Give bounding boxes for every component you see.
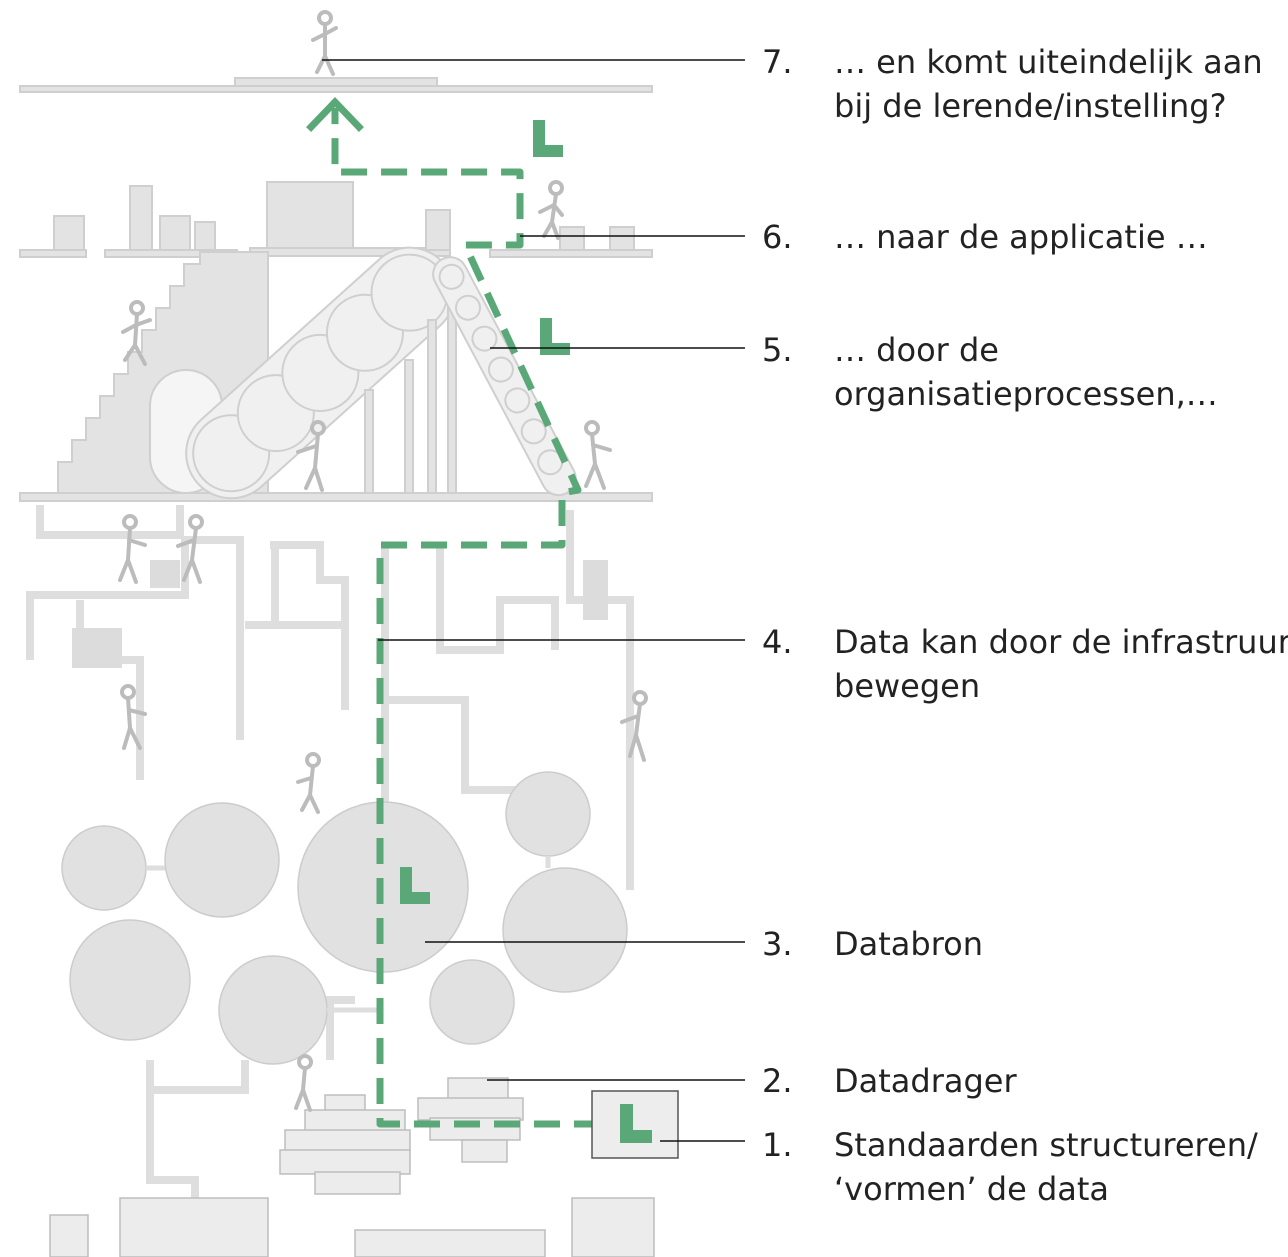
- step-number: 1.: [762, 1126, 793, 1164]
- person-icon: [176, 514, 204, 584]
- step-text-line: organisatieprocessen,…: [834, 375, 1218, 413]
- person-icon: [118, 514, 147, 584]
- standard-box: [591, 1090, 679, 1159]
- step-text-line: … naar de applicatie …: [834, 218, 1208, 256]
- step-text-line: bewegen: [834, 667, 981, 705]
- data-path: [331, 108, 600, 1128]
- step-text-line: bij de lerende/instelling?: [834, 87, 1227, 125]
- step-number: 4.: [762, 623, 793, 661]
- person-icon: [120, 684, 147, 750]
- step-number: 3.: [762, 925, 793, 963]
- step-text-line: Standaarden structureren/: [834, 1126, 1258, 1164]
- step-text: Databron: [834, 922, 983, 966]
- step-text-line: Datadrager: [834, 1062, 1017, 1100]
- person-icon: [294, 1054, 313, 1112]
- person-icon: [311, 10, 338, 76]
- person-icon: [296, 752, 321, 814]
- standard-L-icon: [400, 867, 430, 904]
- step-text: … door de organisatieprocessen,…: [834, 328, 1218, 416]
- step-text: … en komt uiteindelijk aan bij de lerend…: [834, 40, 1263, 128]
- shelf-left-1: [19, 249, 87, 258]
- arrow-up-icon: [306, 96, 364, 132]
- step-number: 2.: [762, 1062, 793, 1100]
- person-icon: [620, 690, 648, 762]
- step-text-line: … en komt uiteindelijk aan: [834, 43, 1263, 81]
- standard-L-icon: [533, 120, 563, 157]
- standard-L-icon: [620, 1104, 652, 1143]
- shelf-right: [489, 249, 653, 258]
- step-text: Standaarden structureren/ ‘vormen’ de da…: [834, 1123, 1258, 1211]
- step-number: 6.: [762, 218, 793, 256]
- step-text-line: Databron: [834, 925, 984, 963]
- step-text-line: Data kan door de infrastruur: [834, 623, 1288, 661]
- person-icon: [584, 420, 612, 490]
- person-icon: [121, 300, 152, 366]
- step-text: Datadrager: [834, 1059, 1017, 1103]
- person-icon: [296, 420, 326, 492]
- top-platform: [234, 77, 438, 87]
- databron-circle: [61, 825, 147, 911]
- step-text: Data kan door de infrastruur bewegen: [834, 620, 1288, 708]
- middle-floor: [19, 492, 653, 502]
- step-text-line: ‘vormen’ de data: [834, 1170, 1110, 1208]
- step-number: 5.: [762, 331, 793, 369]
- step-text-line: … door de: [834, 331, 999, 369]
- step-number: 7.: [762, 43, 793, 81]
- person-icon: [538, 180, 564, 240]
- step-text: … naar de applicatie …: [834, 215, 1208, 259]
- standard-L-icon: [540, 318, 570, 355]
